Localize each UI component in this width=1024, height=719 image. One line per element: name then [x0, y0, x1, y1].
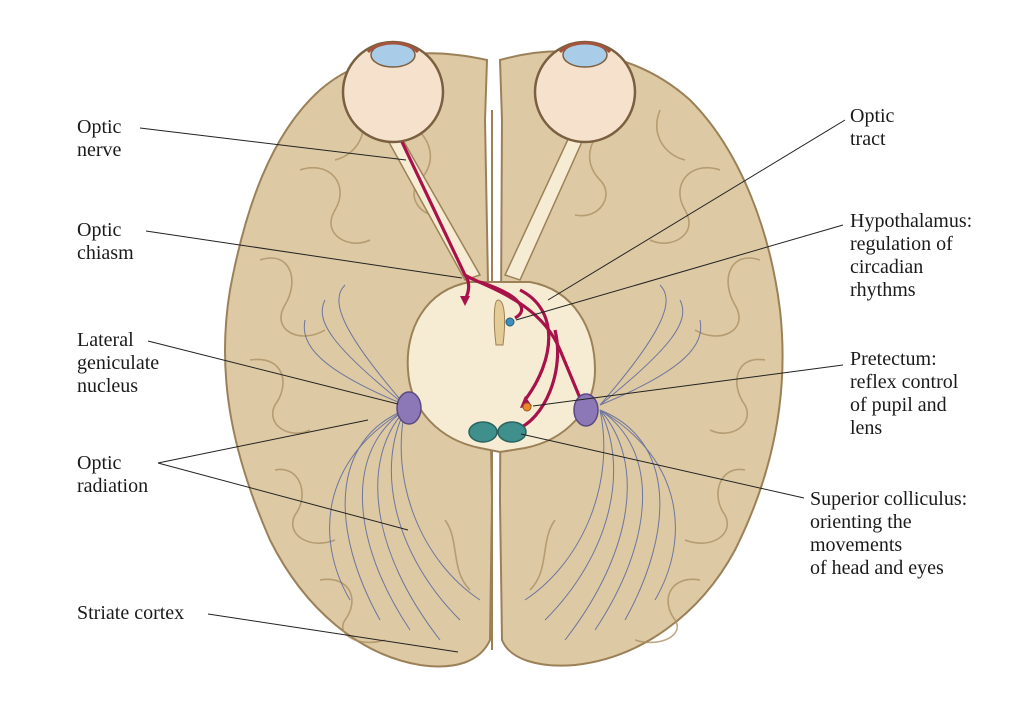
label-lateral-geniculate-nucleus: Lateral geniculate nucleus — [77, 329, 160, 397]
optic-radiation-fibers — [303, 284, 702, 641]
label-optic-nerve: Optic nerve — [77, 116, 122, 161]
leader-optic-tract — [547, 119, 846, 301]
leader-lines — [139, 119, 846, 653]
midline-structure — [493, 299, 506, 346]
label-optic-tract: Optic tract — [850, 105, 895, 150]
leader-optic-nerve — [139, 127, 407, 161]
leader-superior-colliculus — [520, 433, 805, 499]
leader-hypothalamus — [515, 224, 844, 321]
label-striate-cortex: Striate cortex — [77, 602, 185, 624]
leader-striate-cortex — [207, 613, 459, 653]
leader-pretectum — [532, 364, 844, 407]
label-hypothalamus: Hypothalamus: regulation of circadian rh… — [850, 210, 973, 301]
superior-colliculus-right — [497, 421, 527, 443]
leader-optic-radiation-1 — [157, 419, 369, 464]
label-optic-radiation: Optic radiation — [77, 452, 149, 497]
right-hemisphere — [498, 50, 784, 667]
left-eye — [341, 40, 445, 144]
label-pretectum: Pretectum: reflex control of pupil and l… — [850, 348, 959, 439]
label-optic-chiasm: Optic chiasm — [77, 219, 134, 264]
lateral-geniculate-nucleus-left — [396, 391, 422, 425]
lateral-geniculate-nucleus-right — [573, 393, 599, 427]
pretectum-nucleus — [522, 402, 532, 412]
leader-optic-chiasm — [145, 230, 463, 279]
leader-lgn — [147, 340, 399, 405]
retinal-axon-pathway — [400, 141, 587, 432]
superior-colliculus-left — [468, 421, 498, 443]
hypothalamus-nucleus — [505, 317, 515, 327]
right-eye — [533, 40, 637, 144]
label-superior-colliculus: Superior colliculus: orienting the movem… — [810, 488, 968, 579]
leader-optic-radiation-2 — [157, 462, 409, 531]
